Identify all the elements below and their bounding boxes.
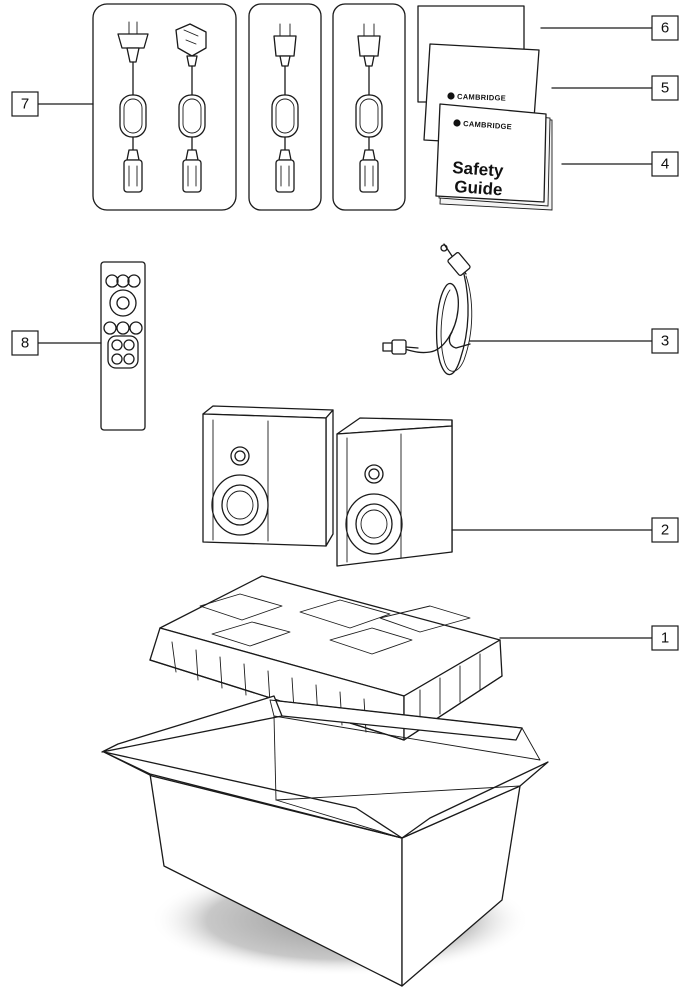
us-cable-frame xyxy=(248,3,322,211)
us-power-cable-icon xyxy=(271,23,299,193)
callout-label-3: 3 xyxy=(661,333,669,350)
safety-guide-booklet xyxy=(435,103,547,203)
uk-power-cable-icon xyxy=(175,23,207,193)
callout-box-1 xyxy=(651,625,679,651)
cambridge-logo-icon-2 xyxy=(453,119,461,127)
callout-label-7: 7 xyxy=(21,96,29,113)
callout-box-8 xyxy=(11,330,39,356)
documents-group: CAMBRIDGE CAMBRIDGE Safety Guide xyxy=(417,5,553,211)
callout-box-7 xyxy=(11,91,39,117)
eu-uk-cable-frame xyxy=(92,3,237,211)
us-cable-frame-2 xyxy=(332,3,406,211)
optical-cable-icon xyxy=(382,243,473,376)
callout-label-2: 2 xyxy=(661,522,669,539)
safety-guide-title-1: Safety xyxy=(452,158,505,181)
speaker-right-icon xyxy=(336,417,453,567)
safety-guide-title-2: Guide xyxy=(454,177,503,199)
callout-label-6: 6 xyxy=(661,20,669,37)
callout-box-5 xyxy=(651,75,679,101)
shipping-box-icon xyxy=(101,695,549,987)
callout-label-4: 4 xyxy=(661,156,669,173)
callout-box-3 xyxy=(651,328,679,354)
callout-box-2 xyxy=(651,517,679,543)
booklet-brand-back: CAMBRIDGE xyxy=(457,92,506,103)
callout-box-6 xyxy=(651,15,679,41)
cambridge-logo-icon xyxy=(447,92,455,100)
callout-box-4 xyxy=(651,151,679,177)
callouts: 6 5 4 7 8 3 2 1 xyxy=(11,15,679,651)
callout-label-1: 1 xyxy=(661,630,669,647)
speaker-left-icon xyxy=(202,405,334,547)
callout-label-5: 5 xyxy=(661,80,669,97)
power-cables-group xyxy=(92,3,406,211)
us-power-cable-icon-2 xyxy=(355,23,383,193)
booklet-brand-front: CAMBRIDGE xyxy=(463,119,512,131)
remote-control-icon xyxy=(100,261,146,431)
eu-power-cable-icon xyxy=(117,21,149,193)
callout-label-8: 8 xyxy=(21,335,29,352)
